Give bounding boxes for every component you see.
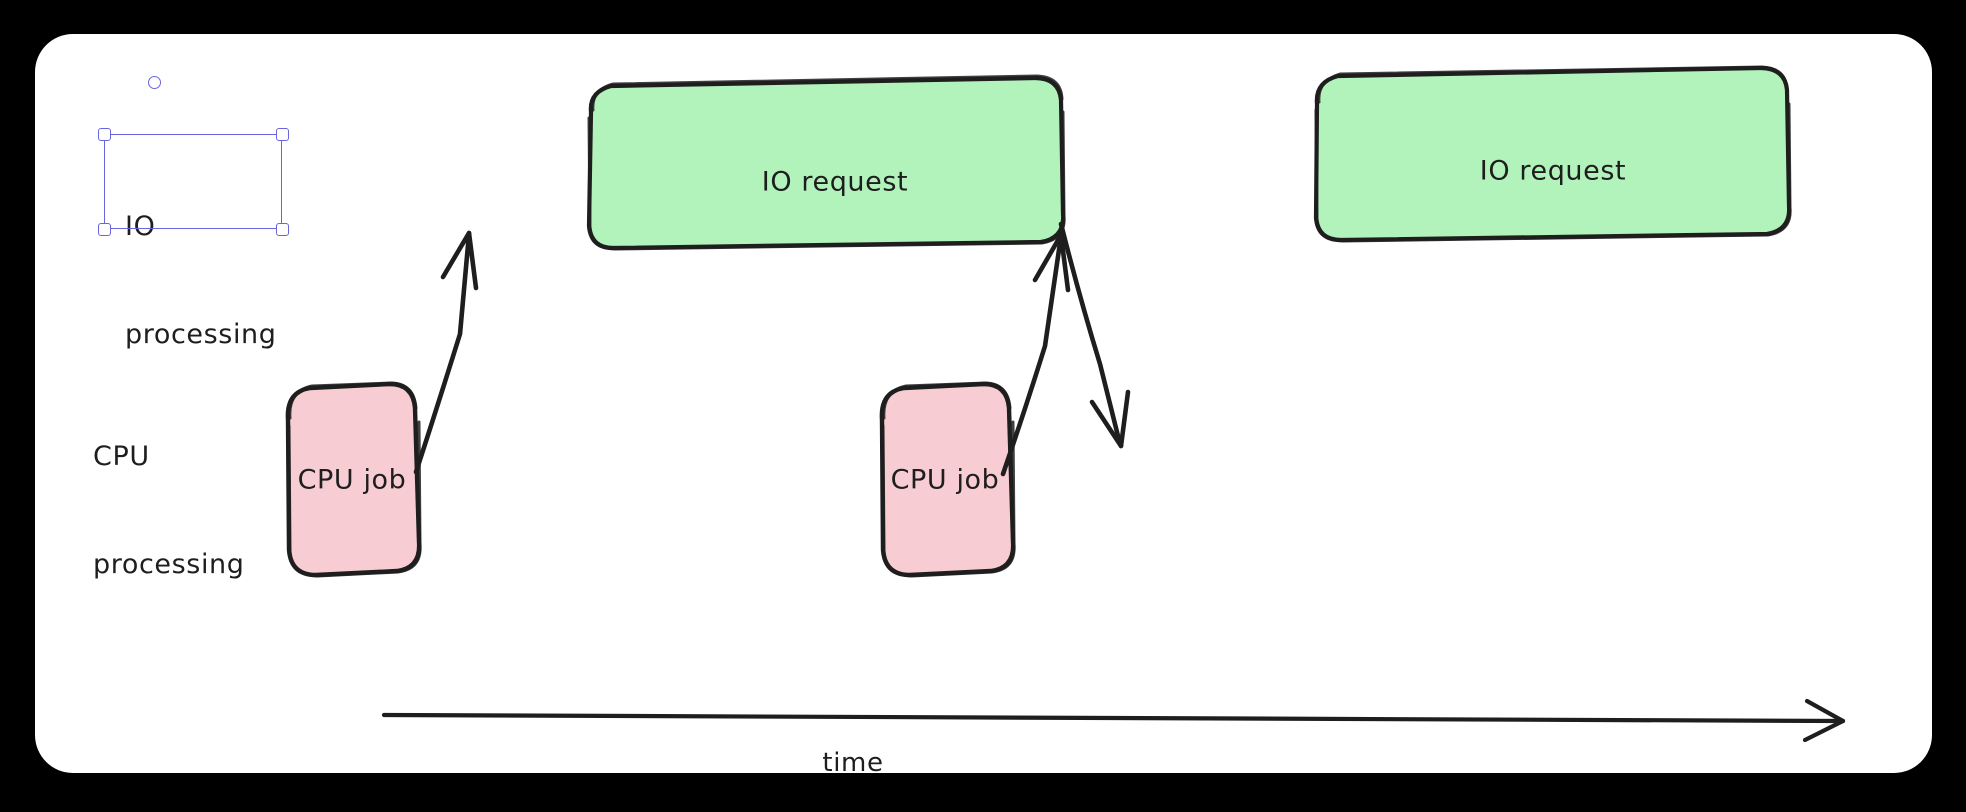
selection-bounding-box — [104, 134, 282, 229]
diagram-vector-layer — [285, 65, 1846, 743]
io-request-1-shape — [586, 74, 1066, 251]
resize-handle-bottom-left[interactable] — [98, 223, 111, 236]
arrow-cpu2-to-io2 — [1000, 232, 1071, 477]
io-request-1-label: IO request — [761, 166, 909, 198]
io-processing-text-line1: IO — [125, 211, 156, 242]
cpu-processing-label-line2: processing — [93, 549, 245, 580]
resize-handle-bottom-right[interactable] — [276, 223, 289, 236]
io-request-2-shape — [1313, 65, 1792, 243]
arrow-cpu1-to-io1 — [413, 230, 479, 475]
io-processing-text-line2: processing — [125, 319, 277, 350]
cpu-job-1-label: CPU job — [297, 464, 407, 496]
arrow-time-axis — [381, 698, 1846, 743]
arrow-io1-to-cpu2 — [1058, 221, 1131, 449]
drawing-canvas[interactable]: IO request IO request CPU job CPU job CP… — [35, 34, 1932, 773]
resize-handle-top-left[interactable] — [98, 128, 111, 141]
io-request-2-label: IO request — [1479, 155, 1627, 187]
io-processing-text[interactable]: IO processing — [125, 137, 277, 425]
cpu-processing-label-line1: CPU — [93, 441, 150, 472]
rotate-handle-icon[interactable] — [148, 76, 161, 89]
cpu-job-2-label: CPU job — [890, 464, 1000, 496]
resize-handle-top-right[interactable] — [276, 128, 289, 141]
time-axis-label: time — [822, 748, 884, 773]
cpu-processing-label: CPU processing — [93, 367, 245, 655]
